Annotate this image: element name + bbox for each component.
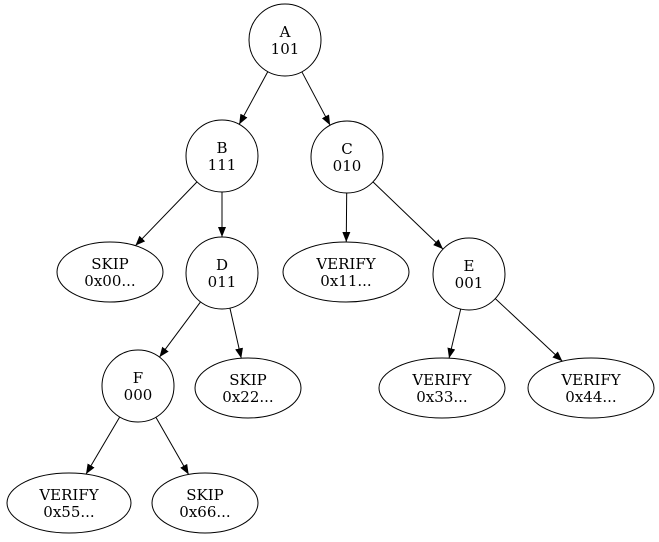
edge-E-to-VERIFY-0x44 xyxy=(494,298,563,362)
node-skip-0x66-label-line1: SKIP xyxy=(186,486,224,504)
node-verify-0x55: VERIFY0x55... xyxy=(6,472,132,534)
node-skip-0x66-shape xyxy=(151,472,259,534)
node-b-label-line2: 111 xyxy=(208,156,237,174)
node-verify-0x33-label-line2: 0x33... xyxy=(416,388,467,406)
node-verify-0x11-label-line2: 0x11... xyxy=(320,272,371,290)
edge-D-to-SKIP-0x22 xyxy=(229,308,243,359)
node-verify-0x11-shape xyxy=(282,241,410,303)
node-b-label-line1: B xyxy=(216,139,227,157)
node-a-label-line1: A xyxy=(279,23,291,41)
node-verify-0x55-shape xyxy=(6,472,132,534)
node-d-label-line1: D xyxy=(216,256,228,274)
node-skip-0x00-label-line2: 0x00... xyxy=(84,272,135,290)
node-verify-0x55-label-line2: 0x55... xyxy=(43,503,94,521)
node-verify-0x44-label-line1: VERIFY xyxy=(560,371,621,389)
node-c-label-line1: C xyxy=(341,140,352,158)
node-verify-0x44: VERIFY0x44... xyxy=(527,357,655,419)
node-skip-0x66-label-line2: 0x66... xyxy=(179,503,230,521)
node-c-shape xyxy=(310,120,384,194)
node-skip-0x00: SKIP0x00... xyxy=(56,241,164,303)
edge-B-to-SKIP-0x00 xyxy=(135,181,198,247)
edges-layer xyxy=(85,71,563,475)
edge-A-to-B xyxy=(238,71,269,125)
node-f-shape xyxy=(101,349,175,423)
node-verify-0x11: VERIFY0x11... xyxy=(282,241,410,303)
node-e-label-line2: 001 xyxy=(455,274,484,292)
node-e-label-line1: E xyxy=(464,257,475,275)
node-skip-0x22-label-line1: SKIP xyxy=(229,371,267,389)
node-verify-0x33: VERIFY0x33... xyxy=(378,357,506,419)
node-f-label-line2: 000 xyxy=(124,386,153,404)
node-verify-0x44-label-line2: 0x44... xyxy=(565,388,616,406)
node-e-shape xyxy=(432,237,506,311)
nodes-layer: A101B111C010SKIP0x00...D011VERIFY0x11...… xyxy=(6,3,655,534)
node-skip-0x22: SKIP0x22... xyxy=(194,357,302,419)
node-skip-0x22-shape xyxy=(194,357,302,419)
node-c-label-line2: 010 xyxy=(333,157,362,175)
node-d-label-line2: 011 xyxy=(208,273,237,291)
node-f-label-line1: F xyxy=(133,369,143,387)
node-a-label-line2: 101 xyxy=(271,40,300,58)
node-verify-0x44-shape xyxy=(527,357,655,419)
edge-F-to-SKIP-0x66 xyxy=(155,416,190,475)
node-verify-0x55-label-line1: VERIFY xyxy=(38,486,99,504)
node-verify-0x11-label-line1: VERIFY xyxy=(315,255,376,273)
node-skip-0x00-label-line1: SKIP xyxy=(91,255,129,273)
edge-C-to-E xyxy=(372,181,444,250)
node-a-shape xyxy=(248,3,322,77)
node-d-shape xyxy=(185,236,259,310)
node-b-shape xyxy=(185,119,259,193)
edge-D-to-F xyxy=(159,301,201,358)
node-verify-0x33-label-line1: VERIFY xyxy=(411,371,472,389)
node-skip-0x66: SKIP0x66... xyxy=(151,472,259,534)
node-skip-0x00-shape xyxy=(56,241,164,303)
edge-F-to-VERIFY-0x55 xyxy=(85,416,121,475)
node-skip-0x22-label-line2: 0x22... xyxy=(222,388,273,406)
edge-E-to-VERIFY-0x33 xyxy=(447,308,462,359)
node-verify-0x33-shape xyxy=(378,357,506,419)
edge-A-to-C xyxy=(301,71,331,126)
